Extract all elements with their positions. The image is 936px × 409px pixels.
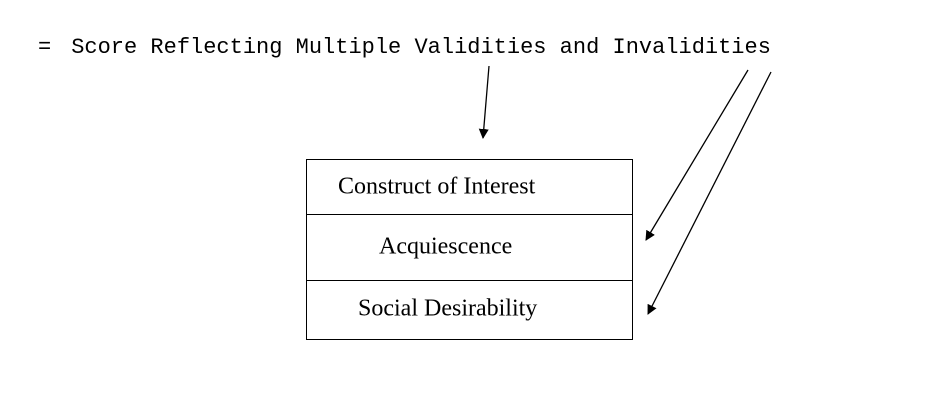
score-label: Score Reflecting Multiple Validities and… (71, 35, 771, 60)
component-construct-of-interest: Construct of Interest (307, 160, 632, 215)
component-label: Construct of Interest (338, 173, 536, 200)
component-label: Acquiescence (379, 233, 513, 260)
arrow-to-construct (478, 65, 490, 139)
component-acquiescence: Acquiescence (307, 214, 632, 281)
score-components-box: Construct of Interest Acquiescence Socia… (306, 159, 633, 340)
arrow-to-acquiescence (645, 69, 749, 241)
equals-sign: = (38, 35, 52, 60)
component-social-desirability: Social Desirability (307, 280, 632, 338)
arrow-to-social-desirability (647, 71, 772, 315)
score-equation: = Score Reflecting Multiple Validities an… (38, 34, 771, 62)
component-label: Social Desirability (358, 295, 538, 322)
